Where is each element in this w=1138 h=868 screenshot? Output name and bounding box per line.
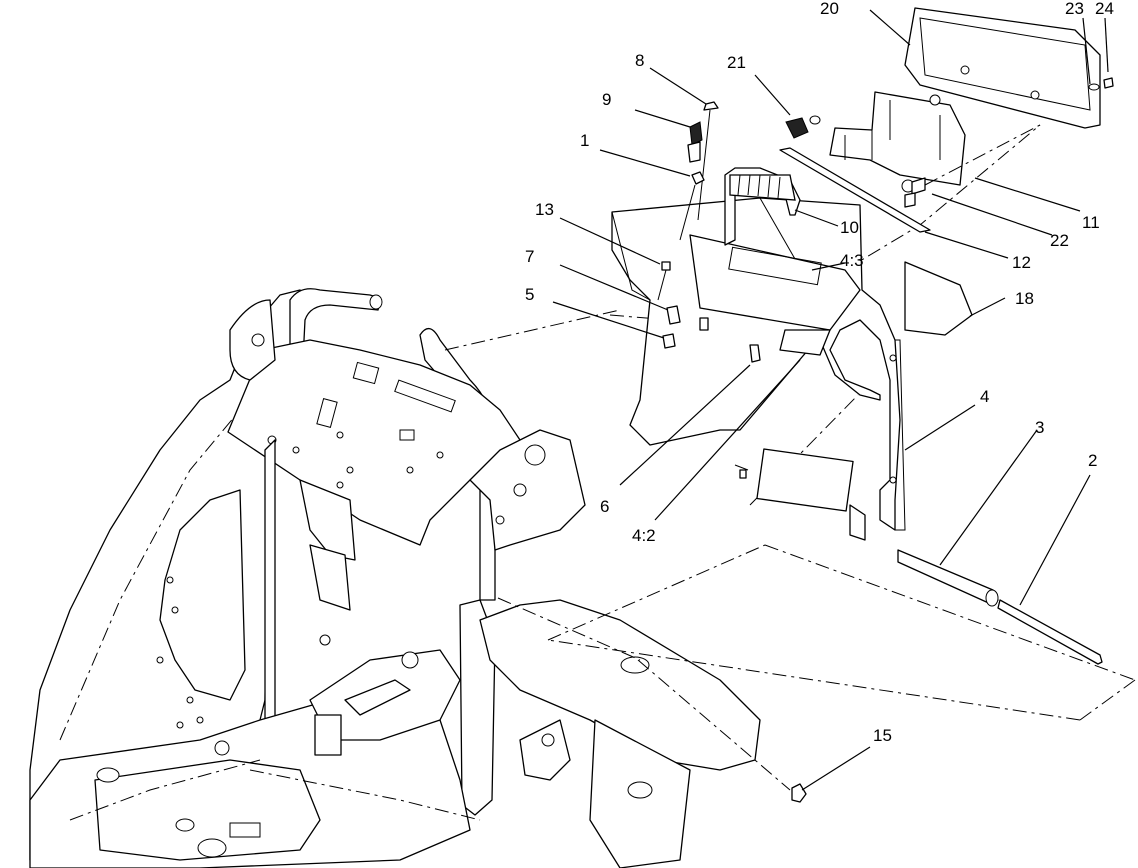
callout-5: 5 [525, 285, 534, 304]
callout-3: 3 [1035, 418, 1044, 437]
callout-4: 4 [980, 387, 989, 406]
callout-10: 10 [840, 218, 859, 237]
callout-8: 8 [635, 51, 644, 70]
callout-20: 20 [820, 0, 839, 18]
callout-2: 2 [1088, 451, 1097, 470]
callout-6: 6 [600, 497, 609, 516]
main-frame [29, 288, 761, 868]
callout-4-2: 4:2 [632, 526, 656, 545]
callout-24: 24 [1095, 0, 1114, 18]
callout-15: 15 [873, 726, 892, 745]
hardware [657, 7, 1114, 803]
callout-18: 18 [1015, 289, 1034, 308]
callout-labels: 20 23 24 8 21 9 1 13 10 11 22 4:3 7 12 5… [525, 0, 1114, 745]
callout-13: 13 [535, 200, 554, 219]
callout-22: 22 [1050, 231, 1069, 250]
leader-lines [552, 9, 1109, 791]
callout-12: 12 [1012, 253, 1031, 272]
callout-9: 9 [602, 90, 611, 109]
callout-23: 23 [1065, 0, 1084, 18]
callout-1: 1 [580, 131, 589, 150]
callout-11: 11 [1082, 213, 1100, 232]
callout-21: 21 [727, 53, 746, 72]
shroud-panel-4 [611, 197, 906, 541]
callout-7: 7 [525, 247, 534, 266]
callout-4-3: 4:3 [840, 251, 864, 270]
